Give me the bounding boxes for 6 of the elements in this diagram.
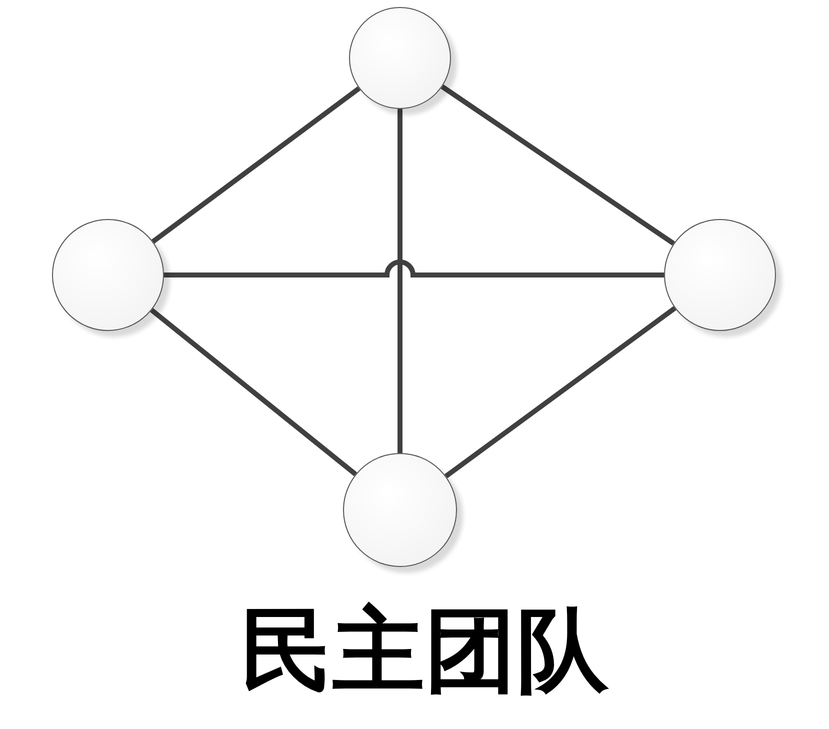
connector-line — [444, 306, 676, 478]
connector-line — [164, 260, 664, 278]
connector-line — [440, 84, 676, 246]
connector-line — [398, 109, 402, 453]
connector-line — [150, 308, 358, 476]
connector-line — [151, 86, 361, 244]
